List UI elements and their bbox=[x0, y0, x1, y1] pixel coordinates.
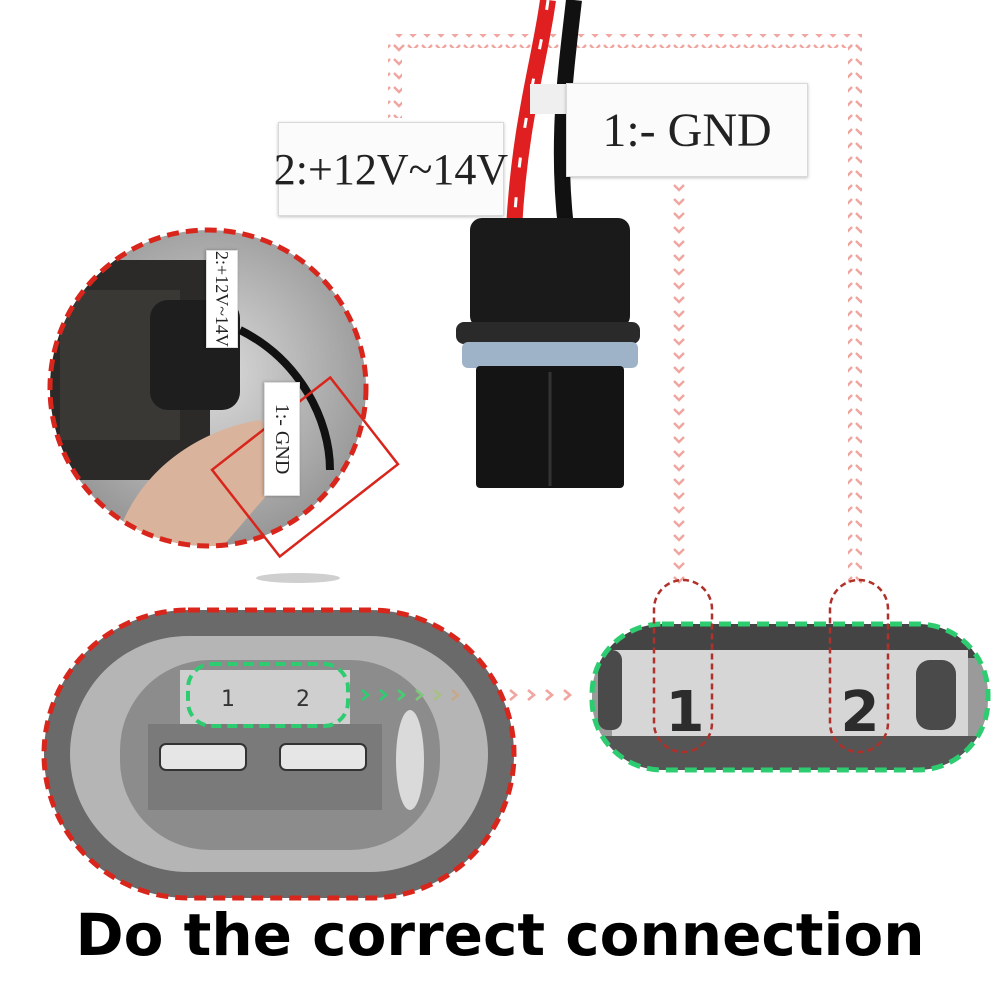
zoom-pin-2-label: 2 bbox=[840, 679, 880, 745]
bulb-connector bbox=[456, 218, 640, 488]
arrow-path-gnd bbox=[672, 184, 686, 590]
ground-wire-tag: 1:- GND bbox=[566, 83, 808, 177]
socket-pin-1-label: 1 bbox=[221, 686, 235, 712]
harness-wires bbox=[506, 0, 582, 229]
caption-text: Do the correct connection bbox=[75, 901, 925, 969]
socket-photo bbox=[41, 607, 517, 901]
zoom-pin-1-label: 1 bbox=[665, 679, 705, 745]
socket-pin-2-label: 2 bbox=[296, 686, 310, 712]
zoom-photo bbox=[589, 578, 991, 773]
inset-positive-tag: 2:+12V~14V bbox=[206, 250, 238, 348]
arrow-path-top bbox=[388, 34, 862, 590]
arrow-path-socket-to-zoom bbox=[361, 689, 573, 701]
positive-wire-tag: 2:+12V~14V bbox=[274, 122, 508, 216]
inset-ground-tag: 1:- GND bbox=[264, 382, 300, 496]
